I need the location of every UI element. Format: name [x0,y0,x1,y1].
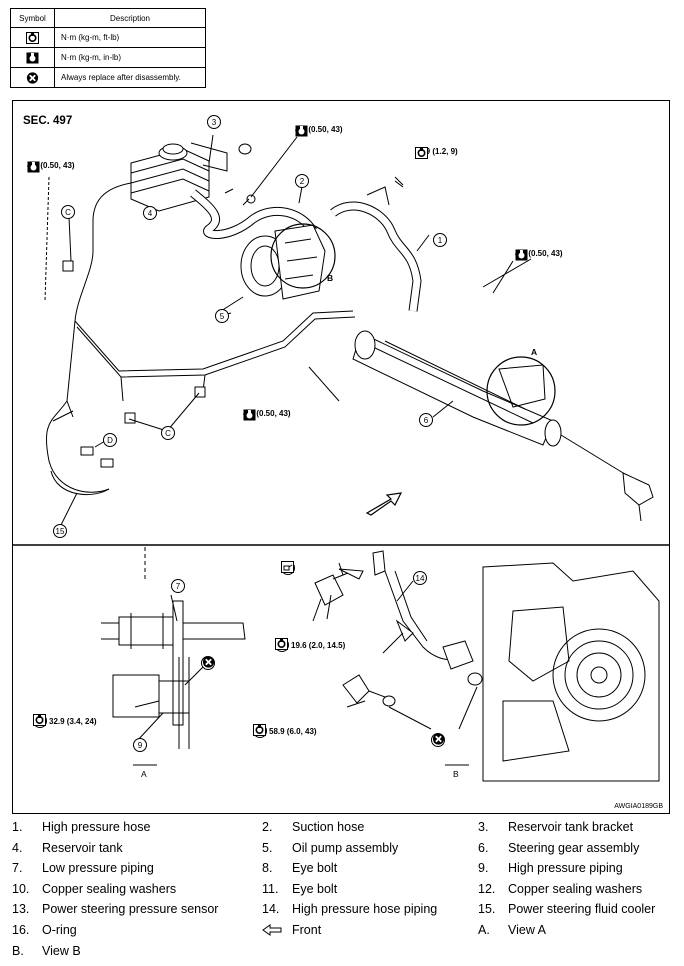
oil-can-icon [281,561,294,573]
torque-spec-cooler-bolt: 4.9 (0.50, 43) [27,161,75,173]
callout-6: 6 [419,413,433,427]
symbol-desc-1: N·m (kg-m, ft-lb) [54,27,206,48]
parts-legend: 1.High pressure hose 2.Suction hose 3.Re… [12,820,676,964]
marker-a: A [531,347,538,357]
marker-c-2: C [161,426,175,440]
torque-wrench-icon [415,147,428,159]
torque-wrench-icon [275,638,288,650]
symbol-desc-3: Always replace after disassembly. [54,67,206,88]
torque-wrench-icon [253,724,266,736]
callout-9: 9 [133,738,147,752]
marker-c-1: C [61,205,75,219]
symbol-desc-2: N·m (kg-m, in-lb) [54,47,206,68]
front-arrow-icon [262,923,282,936]
torque-wrench-icon [26,31,39,44]
legend-item-14: 14.High pressure hose piping [262,902,438,917]
callout-7: 7 [171,579,185,593]
symbol-header: Symbol [10,8,55,28]
legend-item-3: 3.Reservoir tank bracket [478,820,634,834]
legend-item-10: 10.Copper sealing washers [12,881,177,896]
legend-item-8: 8.Eye bolt [262,861,338,876]
torque-spec-piping-clamp-bolt: 4.9 (0.50, 43) [243,409,291,421]
callout-10-group: 10 [201,656,215,670]
always-replace-icon [26,71,39,84]
symbol-table: Symbol Description N·m (kg-m, ft-lb) N·m… [10,8,206,88]
reservoir-tank [130,143,210,212]
marker-d: D [103,433,117,447]
description-header: Description [54,8,206,28]
steering-gear [352,330,654,522]
torque-wrench-small-icon [27,161,40,173]
legend-item-front: Front [262,923,321,937]
legend-item-16: 16.O-ring [12,922,77,937]
view-a-label: A [141,769,147,779]
oil-pump [240,223,336,300]
torque-spec-gear-piping-bolt: 4.9 (0.50, 43) [515,249,563,261]
torque-spec-hose-bracket-bolt: 11.9 (1.2, 9) [415,147,458,159]
torque-spec-reservoir-bolt: 4.9 (0.50, 43) [295,125,343,137]
view-b-label: B [453,769,459,779]
callout-5: 5 [215,309,229,323]
torque-wrench-small-icon [26,52,39,63]
callout-14: 14 [413,571,427,585]
legend-item-view-b: B.View B [12,943,81,958]
legend-item-5: 5.Oil pump assembly [262,840,399,855]
figure-code: AWGIA0189GB [614,803,663,810]
legend-item-6: 6.Steering gear assembly [478,840,640,855]
callout-15: 15 [53,524,67,538]
torque-spec-eye-bolt-11: 11 58.9 (6.0, 43) [253,724,317,738]
torque-spec-eye-bolt-8: 8 32.9 (3.4, 24) [33,714,97,728]
legend-item-2: 2.Suction hose [262,820,365,834]
callout-4: 4 [143,206,157,220]
callout-16-group: 16 [281,561,295,575]
legend-item-11: 11.Eye bolt [262,881,338,896]
legend-item-13: 13.Power steering pressure sensor [12,902,219,917]
callout-12-group: 12 [431,733,445,747]
legend-item-view-a: A.View A [478,922,546,937]
view-b-detail [312,550,660,782]
section-number: SEC. 497 [23,115,73,127]
legend-item-12: 12.Copper sealing washers [478,881,643,896]
view-a-detail [101,547,246,766]
diagram-frame: SEC. 497 4.9 (0.50, 43) 4.9 (0.50, 43) 1… [12,100,670,814]
always-replace-icon [202,656,215,668]
legend-item-9: 9.High pressure piping [478,861,623,876]
exploded-view-drawing [13,134,669,782]
legend-item-1: 1.High pressure hose [12,820,151,834]
torque-spec-pressure-sensor: 13 19.6 (2.0, 14.5) [275,638,345,652]
torque-wrench-icon [33,714,46,726]
always-replace-icon [432,733,445,745]
callout-2: 2 [295,174,309,188]
torque-wrench-small-icon [295,125,308,137]
legend-item-15: 15.Power steering fluid cooler [478,902,656,917]
torque-wrench-small-icon [515,249,528,261]
legend-item-4: 4.Reservoir tank [12,840,123,855]
fluid-cooler-piping [45,182,356,495]
front-direction-arrow [365,492,403,516]
torque-wrench-small-icon [243,409,256,421]
callout-1: 1 [433,233,447,247]
callout-3: 3 [207,115,221,129]
legend-item-7: 7.Low pressure piping [12,861,154,876]
marker-b: B [327,273,334,283]
